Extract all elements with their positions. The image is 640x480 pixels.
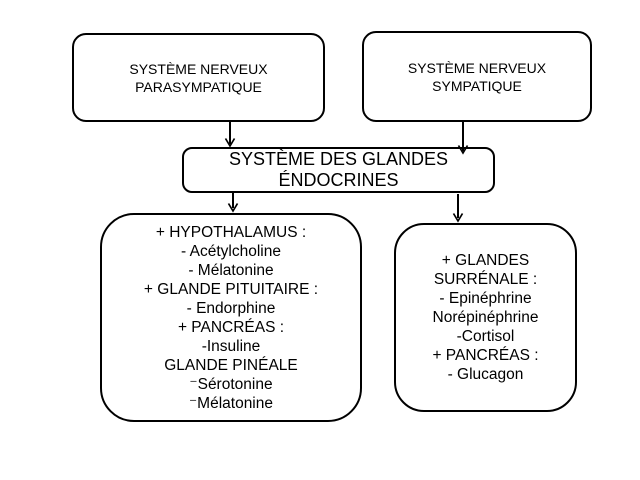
box-systeme-nerveux-sympathique: SYSTÈME NERVEUX SYMPATIQUE xyxy=(362,31,592,122)
right-glands-line: -Cortisol xyxy=(456,328,515,345)
box-sympathique-line: SYSTÈME NERVEUX xyxy=(407,59,547,76)
right-glands-line: + PANCRÉAS : xyxy=(432,347,539,364)
right-glands-line: SURRÉNALE : xyxy=(433,271,538,288)
box-endocrines-line: SYSTÈME DES GLANDES xyxy=(228,149,449,169)
box-systeme-nerveux-parasympathique: SYSTÈME NERVEUX PARASYMPATIQUE xyxy=(72,33,325,122)
left-glands-line: - Mélatonine xyxy=(188,261,274,279)
right-glands-line: Norépinéphrine xyxy=(432,309,539,326)
left-glands-line: - Endorphine xyxy=(186,299,276,317)
left-glands-line: + GLANDE PITUITAIRE : xyxy=(143,280,319,298)
box-sympathique-line: SYMPATIQUE xyxy=(432,77,522,94)
left-glands-line: + HYPOTHALAMUS : xyxy=(155,223,307,241)
arrow-endocrines-to-right-glands xyxy=(452,194,464,223)
left-glands-line: ⁻Mélatonine xyxy=(188,394,273,412)
arrow-parasympathique-to-endocrines xyxy=(224,122,236,148)
box-parasympathique-line: PARASYMPATIQUE xyxy=(135,78,262,95)
box-systeme-glandes-endocrines: SYSTÈME DES GLANDES ÉNDOCRINES xyxy=(182,147,495,193)
right-glands-line: - Epinéphrine xyxy=(439,290,532,307)
left-glands-line: + PANCRÉAS : xyxy=(177,318,285,336)
left-glands-line: ⁻Sérotonine xyxy=(189,375,273,393)
box-hypothalamus-glands-list: + HYPOTHALAMUS : - Acétylcholine - Mélat… xyxy=(100,213,362,422)
right-glands-line: + GLANDES xyxy=(441,252,530,269)
left-glands-line: - Acétylcholine xyxy=(181,242,281,260)
box-parasympathique-line: SYSTÈME NERVEUX xyxy=(129,60,268,77)
right-glands-line: - Glucagon xyxy=(447,366,524,383)
left-glands-line: GLANDE PINÉALE xyxy=(164,356,298,374)
box-glandes-surrenale-list: + GLANDES SURRÉNALE : - Epinéphrine Noré… xyxy=(394,223,577,412)
arrow-endocrines-to-left-glands xyxy=(227,193,239,213)
left-glands-line: -Insuline xyxy=(201,337,261,355)
box-endocrines-line: ÉNDOCRINES xyxy=(278,170,399,190)
